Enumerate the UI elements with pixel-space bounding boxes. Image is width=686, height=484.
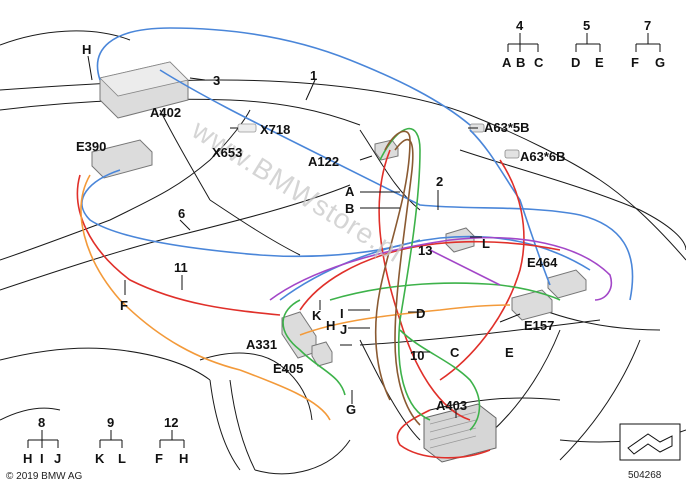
label-a: A — [345, 184, 355, 199]
svg-text:5: 5 — [583, 18, 590, 33]
svg-text:8: 8 — [38, 415, 45, 430]
legend-group-5: 5 D E — [571, 18, 604, 70]
label-k: K — [312, 308, 322, 323]
wire-brown — [394, 138, 421, 426]
svg-text:4: 4 — [516, 18, 524, 33]
label-l: L — [482, 236, 490, 251]
label-11: 11 — [174, 260, 188, 275]
view-direction-icon — [619, 423, 681, 461]
label-i: I — [340, 306, 344, 321]
label-b: B — [345, 201, 354, 216]
svg-text:J: J — [54, 451, 61, 466]
module-e405 — [311, 341, 333, 367]
svg-text:L: L — [118, 451, 126, 466]
label-13: 13 — [418, 243, 432, 258]
label-h-top: H — [82, 42, 91, 57]
wire-orange — [239, 369, 331, 421]
label-g: G — [346, 402, 356, 417]
svg-text:7: 7 — [644, 18, 651, 33]
wire-blue — [469, 129, 551, 286]
svg-text:B: B — [516, 55, 525, 70]
svg-text:K: K — [95, 451, 105, 466]
svg-text:C: C — [534, 55, 544, 70]
label-a63-5b: A63*5B — [484, 120, 530, 135]
label-3: 3 — [213, 73, 220, 88]
wire-red — [396, 409, 491, 459]
watermark: www.BMWstore.pl — [186, 113, 409, 268]
svg-text:H: H — [23, 451, 32, 466]
label-2: 2 — [436, 174, 443, 189]
legend-group-8: 8 H I J — [23, 415, 61, 466]
module-e157 — [511, 289, 553, 321]
image-number: 504268 — [628, 470, 662, 481]
svg-text:A: A — [502, 55, 512, 70]
wire-orange — [299, 304, 511, 336]
svg-text:F: F — [631, 55, 639, 70]
wire-green — [329, 282, 561, 301]
label-e-mid: E — [505, 345, 514, 360]
svg-text:E: E — [595, 55, 604, 70]
label-6: 6 — [178, 206, 185, 221]
label-c-mid: C — [450, 345, 460, 360]
wire-blue — [81, 169, 421, 258]
label-e390: E390 — [76, 139, 106, 154]
legend-group-9: 9 K L — [95, 415, 126, 466]
label-e405: E405 — [273, 361, 303, 376]
leader-lines — [87, 55, 521, 418]
wire-blue — [96, 27, 471, 126]
wire-brown — [374, 130, 411, 401]
wire-green — [379, 127, 431, 421]
module-e464 — [547, 269, 587, 299]
svg-text:G: G — [655, 55, 665, 70]
wire-green — [282, 299, 346, 396]
copyright-text: © 2019 BMW AG — [6, 471, 83, 482]
wire-blue — [159, 69, 634, 301]
label-a402: A402 — [150, 105, 181, 120]
label-e157: E157 — [524, 318, 554, 333]
wire-orange — [80, 174, 241, 371]
label-a403: A403 — [436, 398, 467, 413]
label-x653: X653 — [212, 145, 242, 160]
label-10: 10 — [410, 348, 424, 363]
svg-text:D: D — [571, 55, 580, 70]
svg-text:H: H — [179, 451, 188, 466]
label-e464: E464 — [527, 255, 558, 270]
module-e390 — [91, 139, 153, 179]
wire-purple — [269, 236, 613, 301]
wiring-harnesses — [76, 27, 634, 459]
svg-text:I: I — [40, 451, 44, 466]
label-a122: A122 — [308, 154, 339, 169]
wire-red — [439, 159, 525, 381]
legend-group-12: 12 F H — [155, 415, 188, 466]
connector-a63-6b — [504, 149, 520, 159]
legend-group-4: 4 A B C — [502, 18, 544, 70]
label-j: J — [340, 322, 347, 337]
module-13 — [445, 227, 475, 253]
label-a331: A331 — [246, 337, 277, 352]
wire-red — [299, 240, 561, 311]
svg-text:12: 12 — [164, 415, 178, 430]
label-h-mid: H — [326, 318, 335, 333]
module-a122 — [374, 139, 399, 161]
label-d: D — [416, 306, 425, 321]
svg-text:F: F — [155, 451, 163, 466]
wire-blue — [279, 235, 591, 301]
legend-group-7: 7 F G — [631, 18, 665, 70]
wire-purple — [429, 249, 501, 286]
wire-red — [76, 174, 281, 316]
label-1: 1 — [310, 68, 317, 83]
svg-text:9: 9 — [107, 415, 114, 430]
wire-green — [399, 329, 481, 431]
callout-labels: 1 H 3 A402 X718 E390 X653 A122 A63*5B A6… — [76, 42, 566, 417]
label-a63-6b: A63*6B — [520, 149, 566, 164]
label-x718: X718 — [260, 122, 290, 137]
label-f: F — [120, 298, 128, 313]
connector-x718 — [237, 123, 257, 133]
